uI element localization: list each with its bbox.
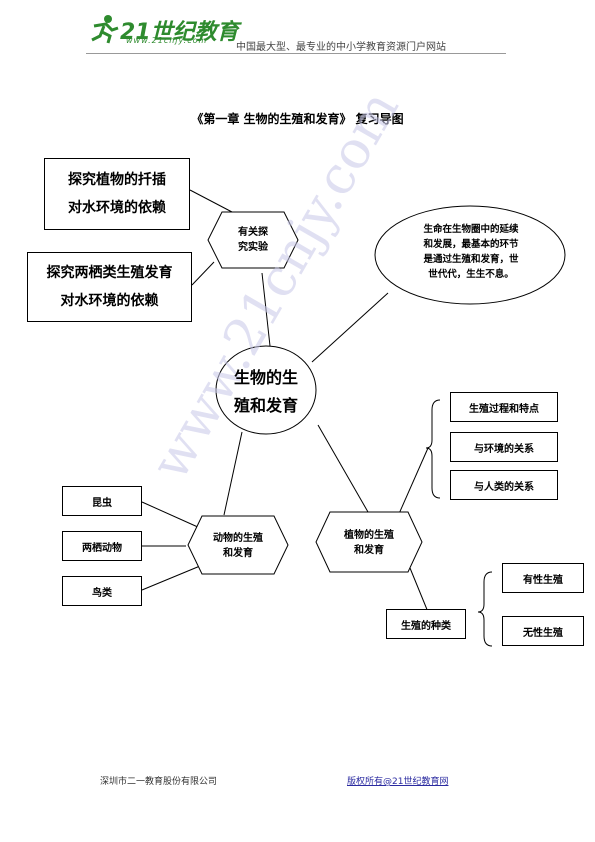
experiment-hexagon-label: 有关探 究实验 bbox=[208, 225, 298, 255]
footer-copyright-link[interactable]: 版权所有@21世纪教育网 bbox=[347, 777, 449, 787]
connector-line bbox=[397, 447, 429, 517]
note-line: 生命在生物圈中的延续 bbox=[423, 224, 519, 235]
connector-line bbox=[223, 431, 243, 516]
connector-line bbox=[317, 424, 369, 513]
page-title: 《第一章 生物的生殖和发育》 复习导图 bbox=[191, 112, 404, 126]
plant-topic-box: 生殖过程和特点 bbox=[450, 392, 558, 422]
reproduction-type-box: 有性生殖 bbox=[502, 563, 584, 593]
note-ellipse bbox=[374, 205, 566, 305]
center-topic-label: 生物的生 殖和发育 bbox=[216, 364, 316, 420]
note-line: 和发展，最基本的环节 bbox=[423, 239, 519, 250]
plant-hexagon-label: 植物的生殖 和发育 bbox=[316, 528, 422, 558]
runner-logo-icon bbox=[91, 15, 119, 44]
experiment-box-line: 探究两栖类生殖发育 bbox=[46, 265, 173, 281]
plant-topic-box: 与环境的关系 bbox=[450, 432, 558, 462]
hex-label-line: 动物的生殖 bbox=[213, 533, 263, 544]
connector-line bbox=[141, 565, 201, 591]
connector-line bbox=[189, 189, 233, 213]
connector-line bbox=[311, 292, 389, 363]
experiment-box-line: 探究植物的扦插 bbox=[68, 172, 166, 188]
header-divider bbox=[86, 53, 506, 54]
animal-hexagon bbox=[187, 515, 289, 575]
footer-company: 深圳市二一教育股份有限公司 bbox=[100, 777, 218, 787]
reproduction-types-box: 生殖的种类 bbox=[386, 609, 466, 639]
plant-topic-box: 与人类的关系 bbox=[450, 470, 558, 500]
center-label-line: 殖和发育 bbox=[233, 396, 298, 415]
connector-line bbox=[141, 501, 201, 529]
hex-label-line: 和发育 bbox=[223, 548, 253, 559]
animal-hexagon-label: 动物的生殖 和发育 bbox=[188, 531, 288, 561]
hex-label-line: 有关探 bbox=[238, 227, 268, 238]
experiment-box-line: 对水环境的依赖 bbox=[68, 200, 166, 216]
header-tagline: 中国最大型、最专业的中小学教育资源门户网站 bbox=[236, 42, 446, 53]
topics-brace bbox=[425, 399, 441, 499]
site-logo-text: 21世纪教育 bbox=[120, 20, 239, 45]
hex-label-line: 植物的生殖 bbox=[344, 530, 394, 541]
note-line: 世代代，生生不息。 bbox=[428, 269, 514, 280]
center-ellipse bbox=[215, 345, 317, 435]
connector-line bbox=[261, 272, 271, 347]
connector-line bbox=[191, 261, 215, 286]
reproduction-type-box: 无性生殖 bbox=[502, 616, 584, 646]
site-logo-url: www.21cnjy.com bbox=[126, 36, 208, 45]
experiment-box: 探究植物的扦插 对水环境的依赖 bbox=[44, 158, 190, 230]
animal-box-insects: 昆虫 bbox=[62, 486, 142, 516]
experiment-box: 探究两栖类生殖发育 对水环境的依赖 bbox=[27, 252, 192, 322]
types-brace bbox=[477, 571, 493, 647]
plant-hexagon bbox=[315, 511, 423, 573]
hex-label-line: 究实验 bbox=[238, 242, 268, 253]
center-label-line: 生物的生 bbox=[233, 368, 298, 387]
hex-label-line: 和发育 bbox=[354, 545, 384, 556]
experiment-box-line: 对水环境的依赖 bbox=[60, 293, 159, 309]
connector-line bbox=[409, 567, 429, 613]
animal-box-birds: 鸟类 bbox=[62, 576, 142, 606]
note-line: 是通过生殖和发育，世 bbox=[423, 254, 519, 265]
note-text: 生命在生物圈中的延续 和发展，最基本的环节 是通过生殖和发育，世 世代代，生生不… bbox=[396, 222, 546, 282]
animal-box-amphibians: 两栖动物 bbox=[62, 531, 142, 561]
experiment-hexagon bbox=[207, 211, 299, 269]
